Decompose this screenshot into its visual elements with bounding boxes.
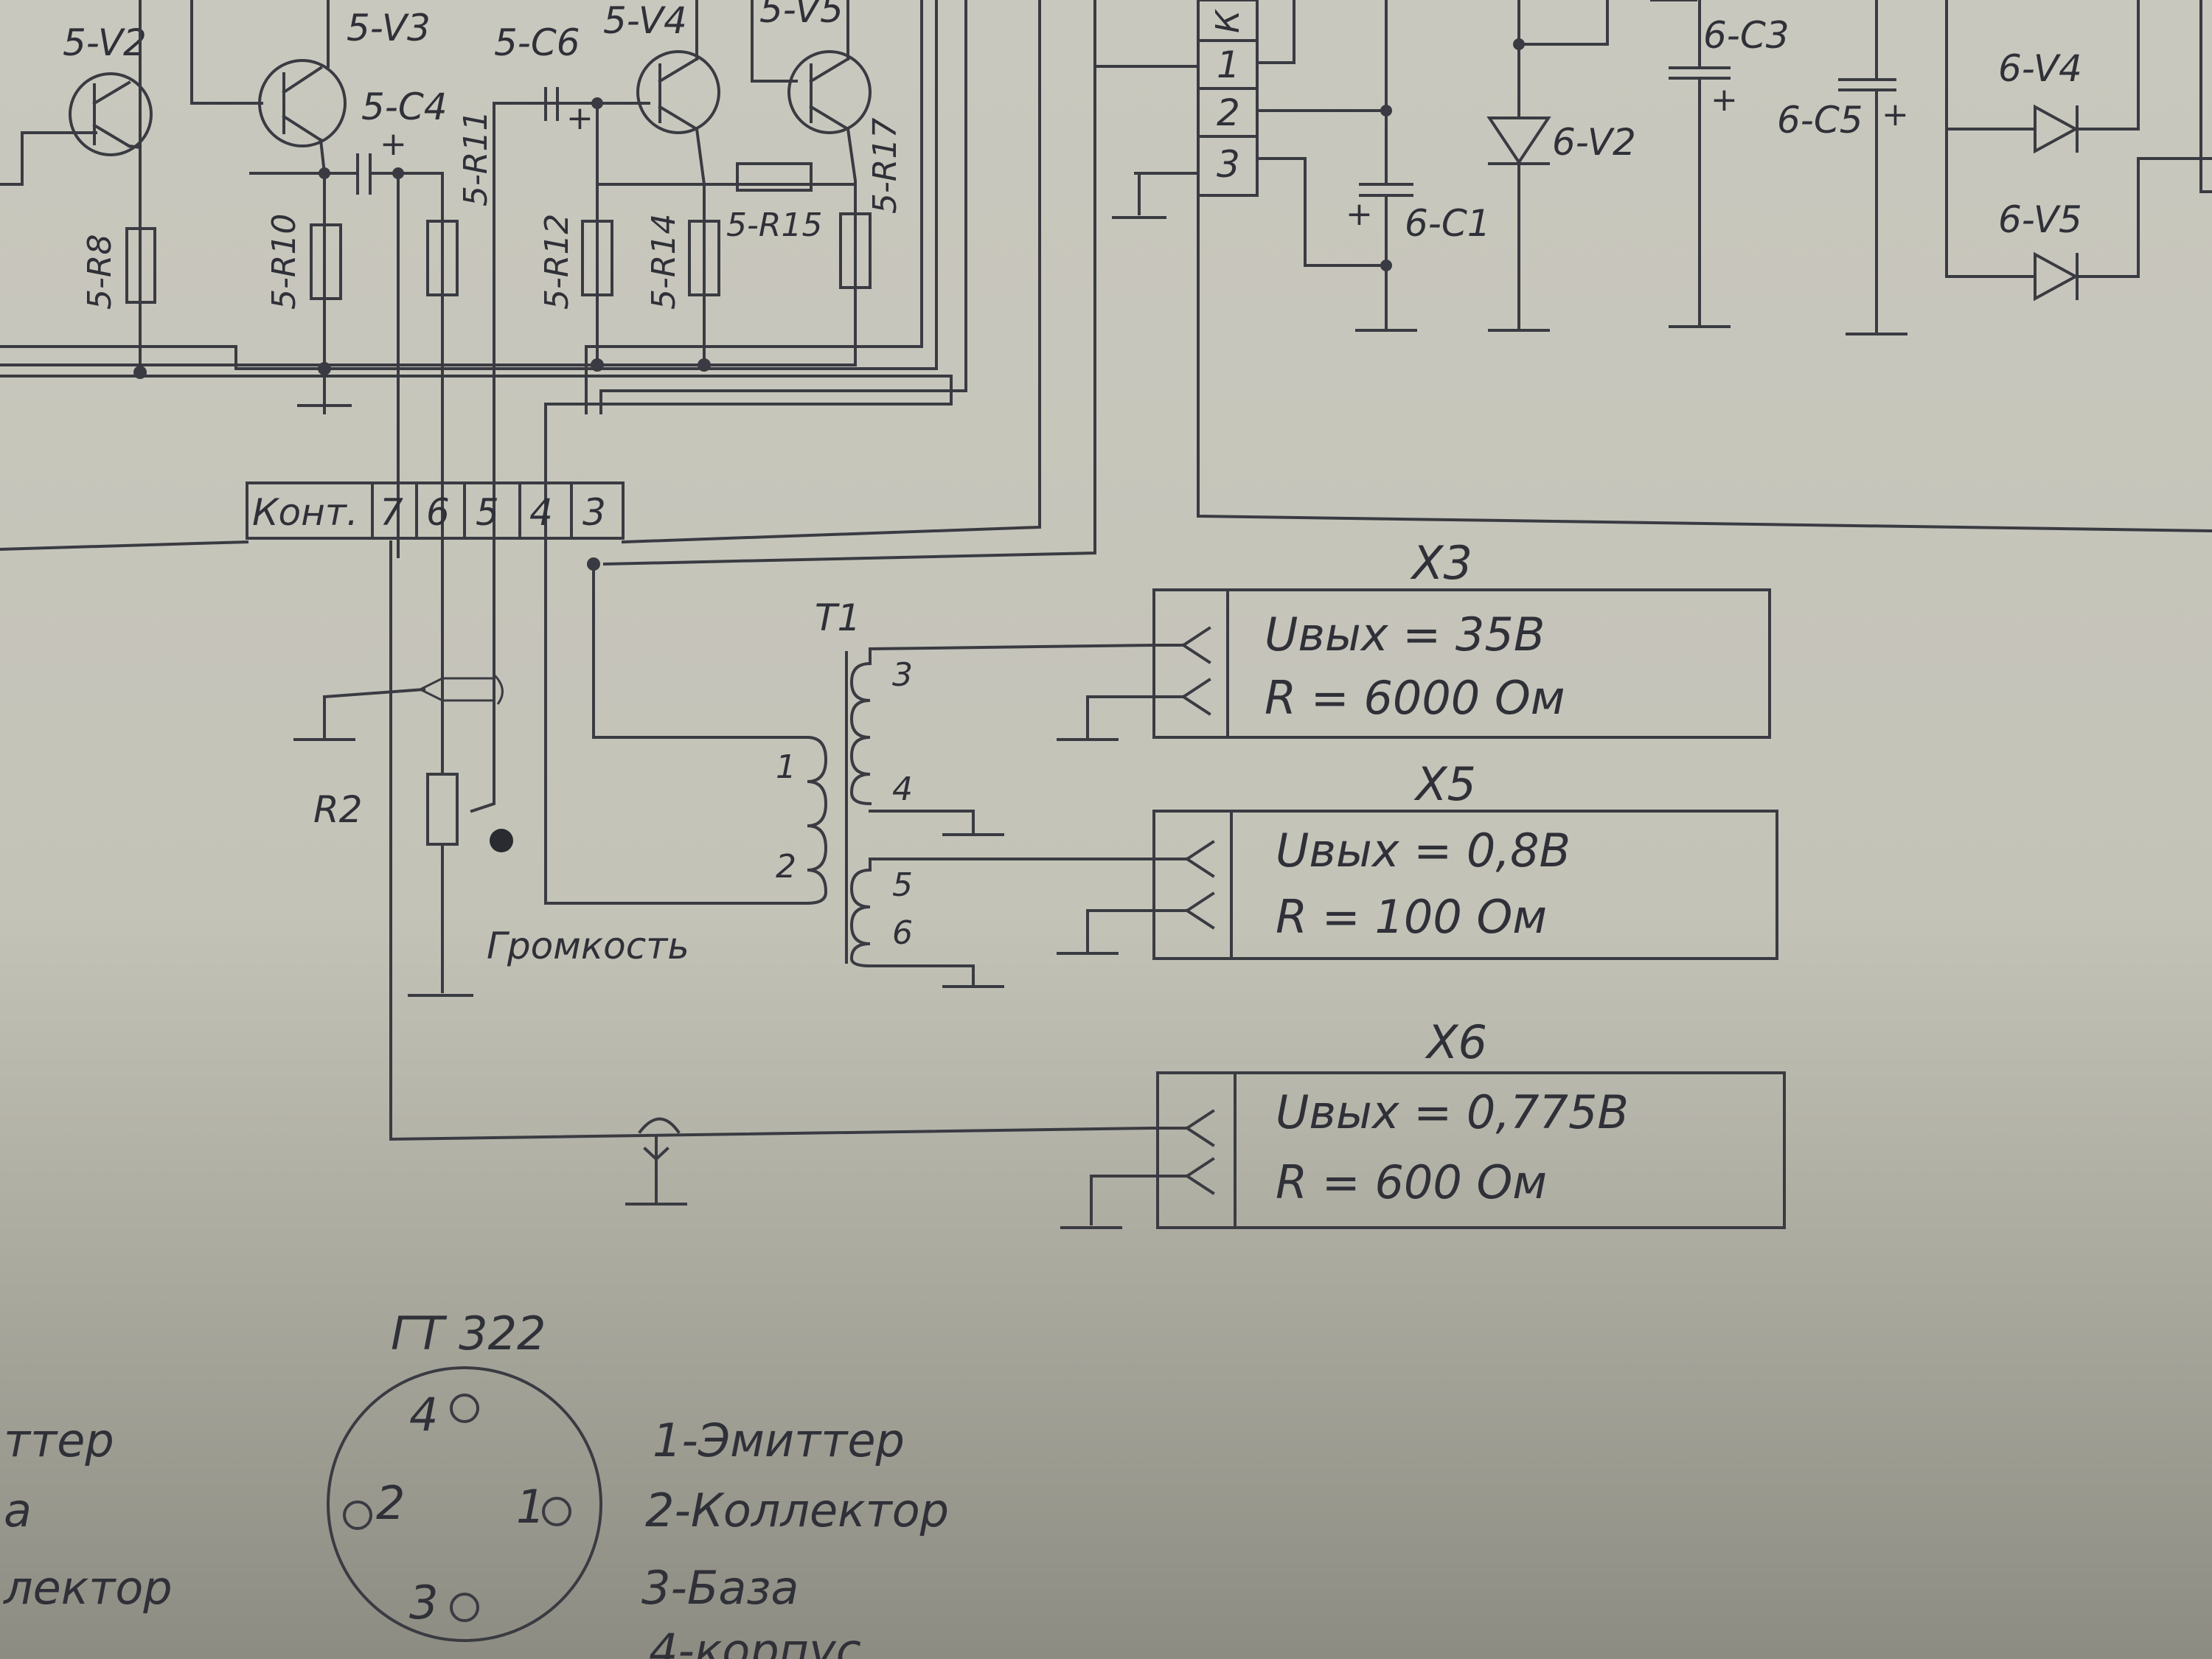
- legend-emitter: 1-Эмиттер: [653, 1413, 905, 1467]
- transistor-pinout: ГТ 322 1 2 3 4: [327, 1307, 602, 1642]
- diode-6-v5: 6-V5: [1998, 198, 2082, 302]
- c1-plus: +: [1346, 195, 1373, 233]
- capacitor-6-c1: + 6-C1: [1346, 183, 1491, 245]
- output-x5-voltage: Uвых = 0,8В: [1276, 824, 1571, 877]
- label-5-v5: 5-V5: [759, 0, 844, 31]
- label-5-v4: 5-V4: [603, 0, 687, 42]
- label-5-r15: 5-R15: [726, 206, 822, 244]
- label-6-v4: 6-V4: [1998, 47, 2082, 90]
- resistor-5-r14: 5-R14: [645, 214, 720, 310]
- connector-title: Конт.: [252, 491, 358, 534]
- output-x3-resistance: R = 6000 Ом: [1265, 671, 1565, 725]
- diode-6-v4: 6-V4: [1998, 47, 2082, 154]
- output-x6-voltage: Uвых = 0,775В: [1276, 1085, 1629, 1139]
- pinout-legend: 1-Эмиттер 2-Коллектор 3-База 4-корпус: [641, 1413, 949, 1659]
- resistor-5-r11: 5-R11: [426, 111, 495, 296]
- label-5-v3: 5-V3: [347, 7, 431, 49]
- t1-pin-3: 3: [892, 656, 913, 694]
- left-fragment-1: ттер: [4, 1413, 114, 1467]
- t1-pin-5: 5: [892, 866, 913, 904]
- pinout-pin-2: 2: [376, 1476, 405, 1530]
- transformer-t1: T1 1 2 3 4 5 6: [776, 597, 913, 968]
- label-5-r8: 5-R8: [81, 234, 119, 310]
- diode-6-v2: 6-V2: [1486, 116, 1636, 165]
- top-connector-title: К: [1209, 9, 1247, 33]
- volume-switch: [420, 673, 504, 705]
- transistor-5-v4: 5-V4: [603, 0, 720, 134]
- label-5-r14: 5-R14: [645, 214, 683, 310]
- output-x6-resistance: R = 600 Ом: [1276, 1155, 1547, 1209]
- resistor-5-r8: 5-R8: [81, 227, 156, 310]
- contact-connector: Конт. 7 6 5 4 3: [246, 481, 625, 540]
- resistor-5-r10: 5-R10: [265, 214, 342, 310]
- output-x5: X5 Uвых = 0,8В R = 100 Ом: [1057, 757, 1778, 960]
- label-6-v2: 6-V2: [1552, 121, 1636, 164]
- c5-plus: +: [1882, 96, 1909, 133]
- connector-pin-6: 6: [426, 491, 450, 534]
- output-x6-name: X6: [1425, 1015, 1487, 1069]
- label-5-r10: 5-R10: [265, 214, 303, 310]
- legend-base: 3-База: [641, 1561, 799, 1615]
- top-connector: К 1 2 3: [1197, 0, 1259, 197]
- pinout-pin-4: 4: [409, 1388, 438, 1441]
- capacitor-5-c6: + 5-C6: [494, 21, 594, 137]
- connector-pin-4: 4: [529, 491, 553, 534]
- label-5-v2: 5-V2: [63, 21, 147, 64]
- label-6-c3: 6-C3: [1703, 14, 1790, 57]
- label-t1: T1: [815, 597, 860, 639]
- label-5-c4: 5-C4: [361, 86, 448, 128]
- output-x3-voltage: Uвых = 35В: [1265, 608, 1545, 661]
- c4-plus: +: [380, 125, 407, 163]
- top-connector-pin-1: 1: [1217, 44, 1240, 86]
- legend-case: 4-корпус: [649, 1624, 861, 1659]
- pinout-pin-3: 3: [409, 1576, 438, 1630]
- label-6-c1: 6-C1: [1405, 202, 1491, 245]
- volume-potentiometer-r2[interactable]: R2: [313, 773, 473, 997]
- left-fragment-3: лектор: [3, 1561, 173, 1615]
- connector-pin-5: 5: [476, 491, 499, 534]
- t1-pin-4: 4: [892, 771, 913, 808]
- label-6-c5: 6-C5: [1777, 99, 1863, 142]
- resistor-5-r17: 5-R17: [839, 118, 904, 289]
- c6-plus: +: [566, 100, 594, 137]
- resistor-5-r15: 5-R15: [726, 162, 822, 244]
- label-r2: R2: [313, 788, 363, 831]
- volume-label: Громкость: [487, 925, 689, 967]
- transistor-5-v2: 5-V2: [63, 21, 153, 156]
- legend-collector: 2-Коллектор: [645, 1484, 949, 1537]
- transistor-5-v5: 5-V5: [759, 0, 872, 134]
- t1-pin-6: 6: [892, 914, 913, 952]
- t1-pin-1: 1: [776, 748, 796, 786]
- left-page-fragments: ттер а лектор: [3, 1413, 173, 1615]
- label-6-v5: 6-V5: [1998, 198, 2082, 241]
- label-5-c6: 5-C6: [494, 21, 580, 64]
- output-x3: X3 Uвых = 35В R = 6000 Ом: [1057, 536, 1771, 741]
- connector-pin-3: 3: [582, 491, 606, 534]
- transistor-5-v3: 5-V3: [258, 7, 431, 147]
- left-fragment-2: а: [4, 1484, 32, 1537]
- label-5-r11: 5-R11: [457, 111, 495, 206]
- output-x3-name: X3: [1410, 536, 1472, 590]
- top-connector-pin-3: 3: [1217, 143, 1240, 186]
- output-x5-resistance: R = 100 Ом: [1276, 890, 1547, 944]
- output-x6: X6 Uвых = 0,775В R = 600 Ом: [1060, 1015, 1786, 1229]
- pinout-pin-1: 1: [516, 1480, 545, 1534]
- resistor-5-r12: 5-R12: [538, 214, 613, 310]
- pinout-title: ГТ 322: [391, 1307, 546, 1360]
- label-5-r17: 5-R17: [866, 118, 904, 214]
- capacitor-6-c5: + 6-C5: [1777, 78, 1909, 142]
- label-5-r12: 5-R12: [538, 214, 576, 310]
- top-connector-pin-2: 2: [1217, 91, 1240, 134]
- volume-knob-icon: [490, 829, 513, 852]
- shield-ground-icon: [625, 1117, 687, 1206]
- connector-pin-7: 7: [380, 491, 403, 534]
- c3-plus: +: [1711, 81, 1738, 119]
- t1-pin-2: 2: [776, 848, 796, 886]
- output-x5-name: X5: [1413, 757, 1476, 811]
- capacitor-6-c3: + 6-C3: [1669, 14, 1790, 119]
